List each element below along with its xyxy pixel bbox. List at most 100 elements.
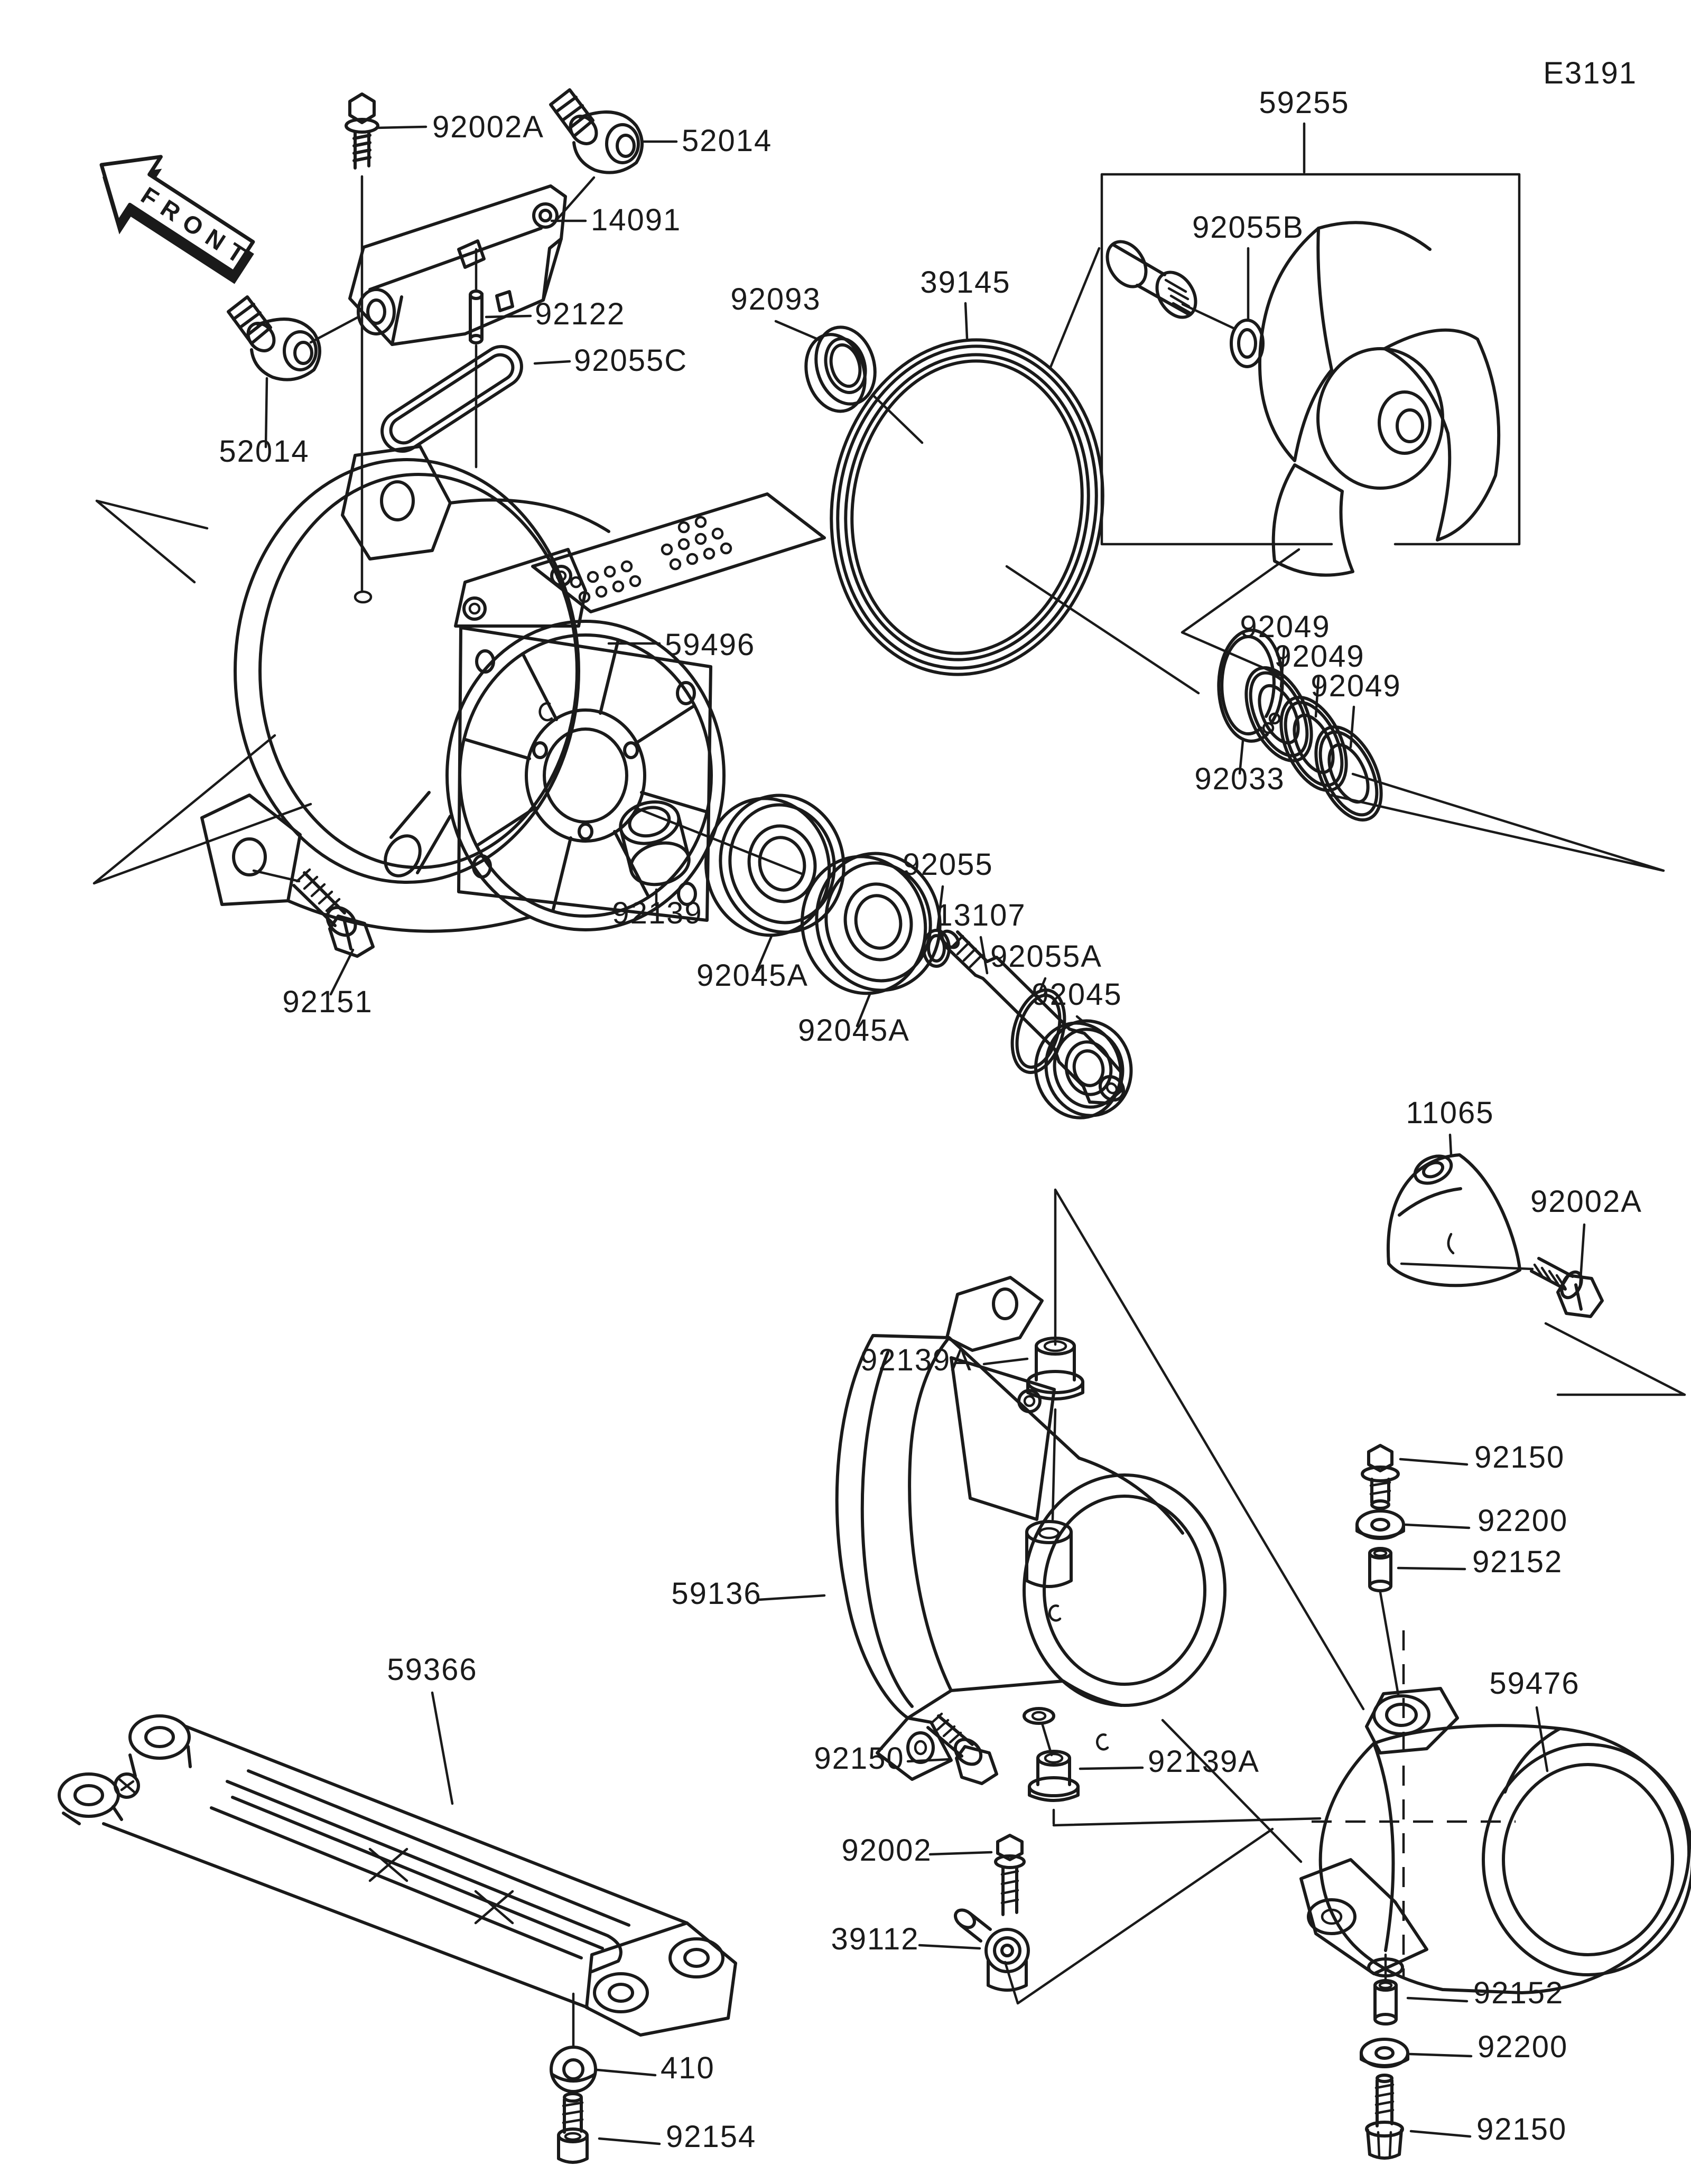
- leader-52014-left-diag: [309, 315, 360, 344]
- cast-marks-59136: [1048, 1604, 1109, 1751]
- bolt-92002a-right: [1530, 1257, 1604, 1318]
- washer-92200-right: [1355, 1509, 1405, 1540]
- leader-92139a-down: [1051, 1408, 1057, 1521]
- part-label-11065: 11065: [1406, 1096, 1494, 1130]
- part-label-92154: 92154: [666, 2120, 756, 2154]
- leader-13107: [979, 936, 989, 975]
- leader-92002a-right: [1578, 1223, 1586, 1289]
- fitting-52014-top: [549, 88, 644, 174]
- part-label-92200-1: 92200: [1478, 1504, 1568, 1538]
- leader-92093: [774, 320, 822, 342]
- leader-92002a-top: [375, 125, 428, 129]
- pin-92122: [469, 290, 484, 344]
- part-label-92139a-2: 92139A: [1148, 1744, 1260, 1779]
- cast-mark-cone: [1447, 1233, 1455, 1255]
- pointer-box-diag: [1049, 247, 1101, 369]
- steering-nozzle-59476: [1299, 1687, 1691, 1994]
- pointer-39145: [1005, 565, 1200, 695]
- part-label-92152-2: 92152: [1473, 1976, 1564, 2010]
- leader-92045: [1075, 1015, 1085, 1023]
- pointer-92139a-install: [1054, 1188, 1365, 1711]
- washer-92055b: [1230, 319, 1265, 368]
- fitting-52014-left: [227, 295, 321, 381]
- washer-92200-bottom: [1360, 2038, 1409, 2068]
- leaders-92045a: [755, 935, 871, 1028]
- ride-plate-59366: [58, 1714, 737, 2037]
- leader-92002: [928, 1851, 993, 1856]
- part-label-92139: 92139: [612, 896, 702, 930]
- leader-collar-to-boss: [1379, 1591, 1400, 1696]
- leader-39112: [918, 1944, 981, 1950]
- impeller-kit-box-59255: [1100, 173, 1521, 546]
- leader-bushing-washer: [1181, 303, 1236, 330]
- pointer-92093: [871, 394, 924, 444]
- part-label-92150-3: 92150: [1476, 2112, 1567, 2146]
- part-label-92049-1: 92049: [1240, 610, 1330, 644]
- part-label-59496: 59496: [665, 628, 755, 662]
- part-label-14091: 14091: [591, 203, 681, 237]
- part-label-92002: 92002: [841, 1833, 932, 1868]
- part-label-92045: 92045: [1032, 977, 1122, 1012]
- part-label-59255: 59255: [1259, 86, 1349, 120]
- leaders-right-column: [1397, 1458, 1471, 1571]
- leader-ear-to-bolt: [252, 869, 301, 883]
- part-label-92055a: 92055A: [990, 939, 1102, 974]
- pump-housing-59496: [200, 445, 826, 933]
- part-label-92150-1: 92150: [1474, 1440, 1565, 1474]
- seal-92049-2: [1279, 696, 1348, 792]
- impeller-59255: [1258, 221, 1501, 577]
- pointer-arrow-left-lower: [92, 734, 312, 885]
- part-label-92151: 92151: [282, 985, 373, 1019]
- outlet-housing-59136: [835, 1276, 1227, 1781]
- bolt-92150-right: [1361, 1444, 1400, 1510]
- bolt-92151: [292, 868, 375, 958]
- pointer-arrow-seals: [1329, 772, 1665, 872]
- bearing-92045a-2: [800, 852, 942, 995]
- leader-39145: [964, 302, 969, 340]
- leader-92033: [1238, 739, 1244, 775]
- part-label-59476: 59476: [1489, 1666, 1579, 1701]
- pointer-arrow-right: [1544, 1322, 1686, 1396]
- leader-92139a-upper: [982, 1357, 1029, 1366]
- part-label-92049-2: 92049: [1274, 639, 1364, 674]
- part-label-92033: 92033: [1194, 762, 1285, 796]
- leader-92055a: [1038, 977, 1047, 993]
- pointer-hub-to-bearings: [633, 806, 805, 876]
- part-label-92093: 92093: [730, 282, 821, 316]
- cone-cap-11065: [1386, 1153, 1521, 1287]
- part-label-92152-1: 92152: [1472, 1545, 1563, 1579]
- leader-bushing-axis: [1040, 1722, 1055, 1825]
- part-label-92002a-2: 92002A: [1530, 1184, 1642, 1219]
- part-label-92045a-2: 92045A: [798, 1013, 910, 1048]
- part-label-39145: 39145: [920, 265, 1010, 300]
- part-label-92150-2: 92150: [814, 1741, 904, 1776]
- leader-11065: [1448, 1133, 1453, 1156]
- bolt-92002a-top: [345, 92, 379, 170]
- cover-14091: [348, 184, 567, 346]
- part-label-59366: 59366: [387, 1653, 477, 1687]
- leader-92055: [936, 885, 944, 931]
- part-label-92055c: 92055C: [574, 343, 687, 378]
- part-label-92055: 92055: [903, 847, 993, 882]
- part-label-92049-3: 92049: [1311, 669, 1401, 703]
- leader-92151: [329, 948, 355, 996]
- part-label-410: 410: [661, 2051, 715, 2085]
- bushing-92139: [619, 800, 691, 886]
- diagram-code: E3191: [1543, 56, 1637, 90]
- washer-410: [550, 2046, 597, 2093]
- part-label-92055b: 92055B: [1192, 210, 1304, 245]
- leader-92150-mid: [906, 1758, 952, 1763]
- gasket-92055c: [380, 345, 523, 453]
- bolt-92150-bottom: [1365, 2074, 1404, 2160]
- seal-92049-3: [1314, 725, 1383, 822]
- leaders-92049: [1279, 646, 1355, 749]
- leader-92122: [485, 314, 532, 319]
- front-direction-arrow: FRONT: [99, 155, 257, 284]
- bearing-92045a-1: [704, 794, 846, 937]
- ring-39145: [830, 338, 1104, 676]
- leader-52014-diag: [553, 176, 596, 223]
- part-label-13107: 13107: [935, 898, 1026, 932]
- leader-92139a-mid: [1079, 1766, 1144, 1770]
- collar-92152-right: [1368, 1547, 1392, 1592]
